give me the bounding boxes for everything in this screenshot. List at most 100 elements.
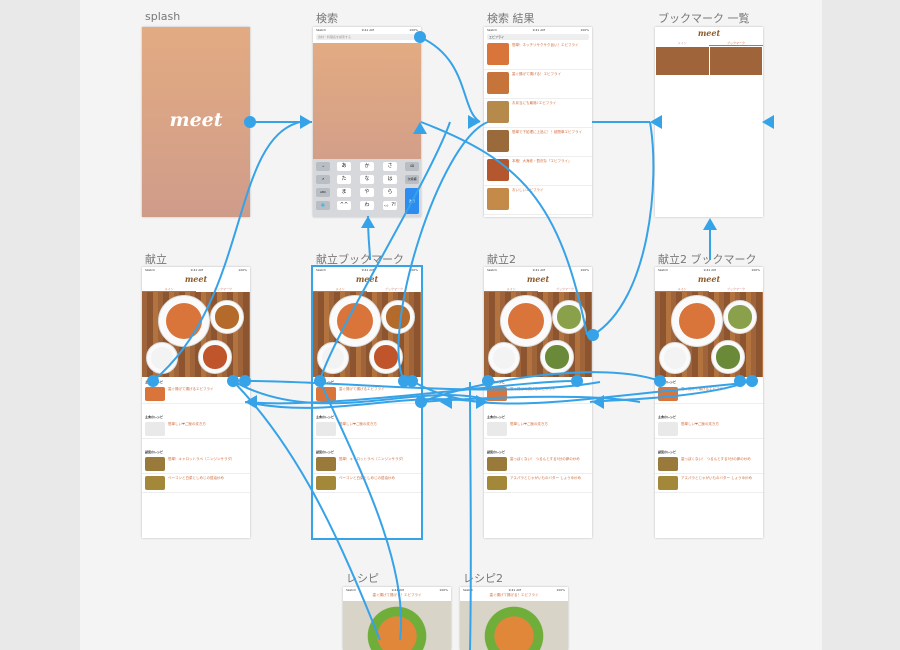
- artboard-label-menu-bookmark[interactable]: 献立ブックマーク: [316, 253, 404, 266]
- key[interactable]: 、。?!: [383, 201, 397, 210]
- plate-main[interactable]: [158, 295, 210, 347]
- key-return[interactable]: 改行: [405, 188, 419, 214]
- list-item[interactable]: 歯ぐ揚げて揚げるエビフライ: [655, 385, 763, 404]
- plate-main[interactable]: [329, 295, 381, 347]
- key[interactable]: は: [383, 175, 397, 184]
- search-input[interactable]: 食材・料理名を検索する: [316, 34, 418, 40]
- artboard-label-menu2-bookmark[interactable]: 献立2 ブックマーク: [658, 253, 757, 266]
- key[interactable]: わ: [360, 201, 374, 210]
- key-abc[interactable]: ABC: [316, 188, 330, 197]
- key[interactable]: ^^: [337, 201, 351, 210]
- list-item[interactable]: ベーコンと白菜としめじの醤油炒め: [313, 474, 421, 493]
- bookmark-card[interactable]: [709, 47, 762, 75]
- thumbnail: [487, 130, 509, 152]
- plate-side2[interactable]: [711, 340, 745, 374]
- list-item[interactable]: 簡単しい❤ご飯の炊き方: [484, 420, 592, 439]
- thumbnail: [487, 43, 509, 65]
- plate-side[interactable]: [210, 300, 244, 334]
- artboard-label-menu[interactable]: 献立: [145, 253, 167, 266]
- list-item[interactable]: 簡単！キャロットラペ（ニンジンサラダ）: [142, 455, 250, 474]
- key-undo[interactable]: ↺: [316, 175, 330, 184]
- tab-bookmark[interactable]: ブックマーク: [709, 40, 763, 46]
- menu-hero-photo[interactable]: [655, 292, 763, 377]
- plate-side[interactable]: [381, 300, 415, 334]
- thumbnail: [145, 476, 165, 490]
- key-arrow[interactable]: →: [316, 162, 330, 171]
- plate-side[interactable]: [723, 300, 757, 334]
- search-query[interactable]: エビフライ: [487, 34, 589, 40]
- thumbnail: [487, 422, 507, 436]
- key[interactable]: た: [337, 175, 351, 184]
- list-item[interactable]: 簡単しい❤ご飯の炊き方: [655, 420, 763, 439]
- list-item[interactable]: 歯ぐ揚げて揚げるエビフライ: [484, 385, 592, 404]
- artboard-label-menu2[interactable]: 献立2: [487, 253, 516, 266]
- list-item[interactable]: ベーコンと白菜としめじの醤油炒め: [142, 474, 250, 493]
- tab-main[interactable]: メイン: [655, 286, 709, 292]
- list-item[interactable]: アスパラとじゃがいものバター しょうゆ炒め: [484, 474, 592, 493]
- plate-rice[interactable]: [659, 342, 691, 374]
- keyboard[interactable]: → あ か さ ⌫ ↺ た な は 次候補 ABC ま や ら 改行 🌐 ^^ …: [313, 159, 421, 217]
- list-item[interactable]: 簡単！ネッチリサクサク旨い！エビフライ: [484, 41, 592, 70]
- plate-rice[interactable]: [488, 342, 520, 374]
- list-item[interactable]: お弁当にも最適♪エビフライ: [484, 99, 592, 128]
- key-next[interactable]: 次候補: [405, 175, 419, 184]
- app-logo: meet: [142, 273, 250, 286]
- artboard-label-search[interactable]: 検索: [316, 12, 338, 25]
- thumbnail: [487, 188, 509, 210]
- key[interactable]: あ: [337, 162, 351, 171]
- plate-main[interactable]: [671, 295, 723, 347]
- key[interactable]: ら: [383, 188, 397, 197]
- key[interactable]: さ: [383, 162, 397, 171]
- section-side: 副菜のレシピ: [145, 450, 164, 454]
- artboard-label-recipe[interactable]: レシピ: [346, 572, 379, 585]
- plate-side2[interactable]: [540, 340, 574, 374]
- bookmark-card[interactable]: [656, 47, 709, 75]
- plate-main[interactable]: [500, 295, 552, 347]
- artboard-label-recipe2[interactable]: レシピ2: [463, 572, 503, 585]
- key[interactable]: か: [360, 162, 374, 171]
- artboard-splash[interactable]: meet: [142, 27, 250, 217]
- menu-hero-photo[interactable]: [142, 292, 250, 377]
- tab-bookmark[interactable]: ブックマーク: [726, 287, 745, 291]
- list-item[interactable]: 歯ぐ揚げて揚げるエビフライ: [142, 385, 250, 404]
- plate-side2[interactable]: [369, 340, 403, 374]
- key-delete[interactable]: ⌫: [405, 162, 419, 171]
- artboard-label-results[interactable]: 検索 結果: [487, 12, 535, 25]
- tab-main[interactable]: メイン: [677, 41, 687, 45]
- list-item[interactable]: アスパラとじゃがいものバター しょうゆ炒め: [655, 474, 763, 493]
- artboard-label-splash[interactable]: splash: [145, 10, 181, 23]
- plate-side[interactable]: [552, 300, 586, 334]
- list-item[interactable]: 歯っぽくない！ つるんとする5分の卵の炒め: [655, 455, 763, 474]
- menu-hero-photo[interactable]: [313, 292, 421, 377]
- globe-icon[interactable]: 🌐: [316, 201, 330, 210]
- thumbnail: [145, 387, 165, 401]
- list-item[interactable]: 歯ぐ揚げて揚げるエビフライ: [313, 385, 421, 404]
- list-item[interactable]: 簡単しい❤ご飯の炊き方: [313, 420, 421, 439]
- plate-rice[interactable]: [146, 342, 178, 374]
- list-item[interactable]: 本格！大海老・贅沢な『エビフライ』: [484, 157, 592, 186]
- plate-rice[interactable]: [317, 342, 349, 374]
- list-item[interactable]: 簡単しい❤ご飯の炊き方: [142, 420, 250, 439]
- artboard-bookmark-list[interactable]: meet メインブックマーク: [655, 27, 763, 217]
- list-item[interactable]: 歯ぐ揚げて揚げる！エビフライ: [484, 70, 592, 99]
- list-item[interactable]: 歯っぽくない！ つるんとする5分の卵の炒め: [484, 455, 592, 474]
- key[interactable]: や: [360, 188, 374, 197]
- list-item[interactable]: 簡単！キャロットラペ（ニンジンサラダ）: [313, 455, 421, 474]
- list-item[interactable]: 簡単で下処理に上品に！！超簡単エビフライ: [484, 128, 592, 157]
- key[interactable]: な: [360, 175, 374, 184]
- menu-hero-photo[interactable]: [484, 292, 592, 377]
- list-item[interactable]: おいしいエビフライ: [484, 186, 592, 215]
- key[interactable]: ま: [337, 188, 351, 197]
- plate-side2[interactable]: [198, 340, 232, 374]
- thumbnail: [487, 72, 509, 94]
- artboard-label-bookmark-list[interactable]: ブックマーク 一覧: [658, 12, 750, 25]
